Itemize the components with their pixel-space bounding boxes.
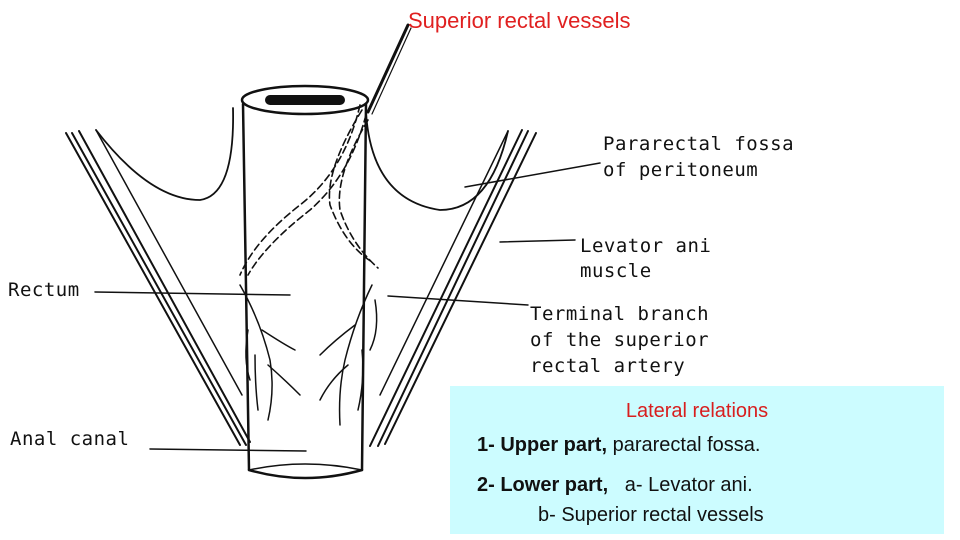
label-of-the-superior: of the superior bbox=[530, 329, 710, 351]
rectum-cylinder bbox=[240, 84, 370, 480]
label-pararectal-fossa: Pararectal fossa bbox=[603, 133, 795, 155]
terminal-branches bbox=[239, 284, 378, 426]
label-of-peritoneum: of peritoneum bbox=[603, 159, 759, 181]
right-levator-ani bbox=[369, 129, 537, 447]
lower-part-text-a: a- Levator ani. bbox=[608, 474, 753, 496]
left-levator-ani bbox=[65, 129, 251, 446]
upper-part-text: pararectal fossa. bbox=[607, 434, 761, 456]
label-muscle: muscle bbox=[580, 260, 652, 282]
left-peritoneum bbox=[95, 107, 234, 201]
relation-lower-part: 2- Lower part, a- Levator ani. bbox=[477, 474, 753, 497]
lower-part-label: 2- Lower part, bbox=[477, 474, 609, 496]
probe-rod bbox=[366, 23, 410, 114]
upper-part-label: 1- Upper part, bbox=[477, 434, 608, 456]
leader-lines bbox=[94, 162, 601, 452]
label-anal-canal: Anal canal bbox=[10, 428, 130, 450]
right-peritoneum bbox=[365, 112, 509, 211]
superior-rectal-vessels bbox=[239, 104, 379, 276]
label-rectum: Rectum bbox=[8, 279, 80, 301]
diagram-title: Superior rectal vessels bbox=[408, 8, 631, 33]
label-levator-ani: Levator ani bbox=[580, 235, 712, 257]
lower-part-text-b: b- Superior rectal vessels bbox=[538, 504, 764, 526]
label-rectal-artery: rectal artery bbox=[530, 355, 686, 377]
lateral-relations-box: Lateral relations 1- Upper part, pararec… bbox=[450, 386, 944, 534]
relation-upper-part: 1- Upper part, pararectal fossa. bbox=[477, 434, 760, 457]
lateral-relations-heading: Lateral relations bbox=[625, 400, 769, 422]
label-terminal-branch: Terminal branch bbox=[530, 303, 710, 325]
